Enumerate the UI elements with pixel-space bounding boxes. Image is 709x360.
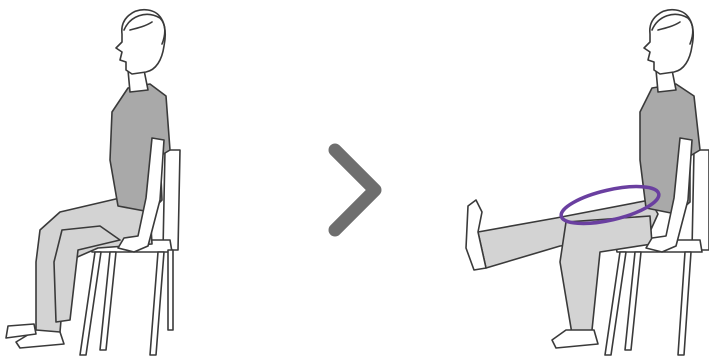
head-left: [116, 10, 165, 74]
head-right: [644, 10, 693, 74]
step-2-leg-extended-figure: [466, 10, 709, 355]
chevron-right-icon: [335, 150, 375, 230]
foot-right-bent: [552, 330, 598, 348]
step-1-seated-figure: [6, 10, 180, 355]
